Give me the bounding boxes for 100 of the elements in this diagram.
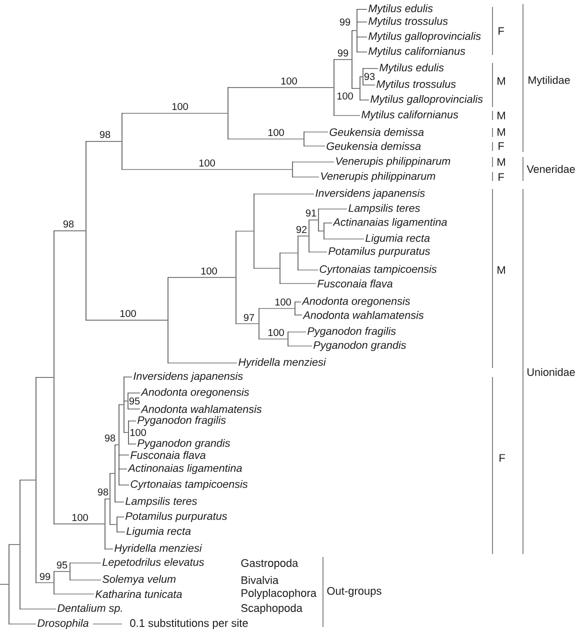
bootstrap-value: 97 — [243, 314, 255, 322]
tree-branch — [54, 230, 86, 232]
bootstrap-value: 100 — [200, 267, 218, 275]
tree-branch — [118, 454, 130, 456]
tree-branch — [116, 516, 124, 518]
scale-bar-label: 0.1 substitutions per site — [130, 618, 248, 630]
tree-branch — [258, 338, 288, 340]
tree-branch — [356, 9, 368, 10]
bootstrap-value: 99 — [39, 572, 51, 580]
taxon-label: Mytilus californianus — [362, 110, 458, 121]
bootstrap-value: 95 — [56, 561, 68, 569]
bootstrap-value: 100 — [267, 328, 285, 336]
group-label: M — [498, 112, 505, 120]
taxon-label: Cyrtonaias tampicoensis — [320, 264, 437, 276]
bootstrap-value: 93 — [364, 72, 376, 80]
taxon-label: Mytilus galloprovincialis — [370, 94, 483, 106]
taxon-label: Anodonta oregonensis — [140, 388, 250, 398]
bootstrap-value: 100 — [336, 92, 354, 100]
bootstrap-value: 98 — [104, 434, 116, 442]
taxon-label: Lepetodrilus elevatus — [102, 558, 204, 568]
tree-branch — [362, 84, 376, 86]
taxon-label: Inversidens japanensis — [316, 188, 425, 200]
bootstrap-value: 100 — [198, 159, 216, 167]
tree-branch — [168, 362, 238, 364]
group-label: M — [498, 266, 505, 274]
tree-branch — [8, 544, 20, 545]
tree-branch — [36, 377, 54, 378]
tree-branch — [86, 320, 168, 321]
tree-branch — [258, 308, 295, 309]
taxon-label: Fusconaia flava — [318, 280, 392, 288]
taxon-label: Ligumia recta — [126, 526, 191, 538]
taxon-label: Inversidens japanensis — [134, 372, 243, 382]
tree-branch — [352, 88, 360, 89]
bootstrap-value: 100 — [71, 514, 89, 522]
bootstrap-value: 100 — [119, 310, 137, 318]
taxon-label: Actinonaias ligamentina — [128, 464, 242, 474]
taxon-label: Actinanaias ligamentina — [332, 218, 447, 228]
tree-branch — [122, 112, 228, 114]
tree-branch — [352, 30, 357, 31]
tree-branch — [324, 222, 332, 224]
taxon-label: Fusconaia flava — [130, 451, 206, 459]
group-label: F — [500, 454, 505, 462]
taxon-label: Geukensia demissa — [326, 142, 421, 150]
tree-branch — [294, 314, 302, 316]
taxon-label: Pyganodon fragilis — [138, 416, 226, 426]
bootstrap-value: 100 — [267, 128, 285, 136]
tree-branch — [54, 571, 70, 572]
taxon-label: Potamilus purpuratus — [328, 246, 430, 258]
taxon-label: Pyganodon grandis — [314, 340, 406, 352]
taxon-label: Venerupis philippinarum — [321, 172, 436, 182]
bootstrap-value: 99 — [339, 18, 351, 26]
family-label: Unionidae — [528, 368, 575, 376]
taxon-label: Venerupis philippinarum — [336, 156, 450, 168]
taxon-label: Potamilus purpuratus — [126, 512, 227, 522]
bootstrap-value: 91 — [305, 209, 317, 217]
taxon-label: Mytilus edulis — [380, 63, 444, 74]
tree-branch — [128, 392, 140, 394]
tree-branch — [118, 484, 130, 486]
taxon-label: Lampsilis teres — [348, 204, 420, 214]
tree-branch — [318, 230, 324, 232]
tree-branch — [362, 68, 378, 69]
tree-branch — [124, 432, 128, 433]
tree-branch — [334, 59, 352, 60]
taxon-label: Solemya velum — [102, 574, 176, 586]
tree-branch — [110, 524, 117, 525]
tree-branch — [104, 498, 110, 500]
tree-branch — [356, 36, 368, 38]
tree-branch — [334, 115, 360, 116]
group-label: M — [498, 158, 505, 166]
taxon-label: Lampsilis teres — [126, 496, 197, 508]
taxon-label: Drosophila — [38, 618, 88, 630]
bracket-label: Out-groups — [327, 587, 382, 597]
tree-branch — [228, 87, 334, 88]
taxon-label: Mytilus trossulus — [368, 16, 448, 28]
tree-branch — [70, 562, 102, 564]
bootstrap-value: 100 — [274, 298, 292, 306]
group-label: F — [498, 27, 504, 35]
taxon-label: Anodonta oregonensis — [302, 296, 410, 308]
group-label: F — [498, 142, 504, 150]
tree-branch — [236, 323, 259, 324]
class-label: Bivalvia — [242, 576, 279, 584]
taxon-label: Mytilus californianus — [368, 46, 466, 58]
family-label: Veneridae — [526, 165, 575, 173]
class-label: Scaphopoda — [241, 604, 302, 614]
taxon-label: Geukensia demissa — [330, 128, 424, 136]
tree-branch — [124, 376, 132, 378]
tree-branch — [20, 608, 56, 610]
tree-branch — [118, 468, 128, 470]
tree-branch — [104, 548, 114, 550]
bootstrap-value: 100 — [280, 77, 298, 85]
taxon-label: Pyganodon grandis — [138, 438, 230, 450]
taxon-label: Mytilus galloprovincialis — [368, 32, 481, 42]
bootstrap-value: 100 — [171, 102, 189, 110]
bootstrap-value: 98 — [99, 130, 111, 138]
tree-branch — [324, 238, 364, 240]
tree-branch — [280, 252, 298, 254]
tree-branch — [228, 138, 304, 140]
tree-branch — [360, 76, 363, 78]
tree-branch — [118, 404, 124, 406]
tree-branch — [128, 408, 140, 410]
